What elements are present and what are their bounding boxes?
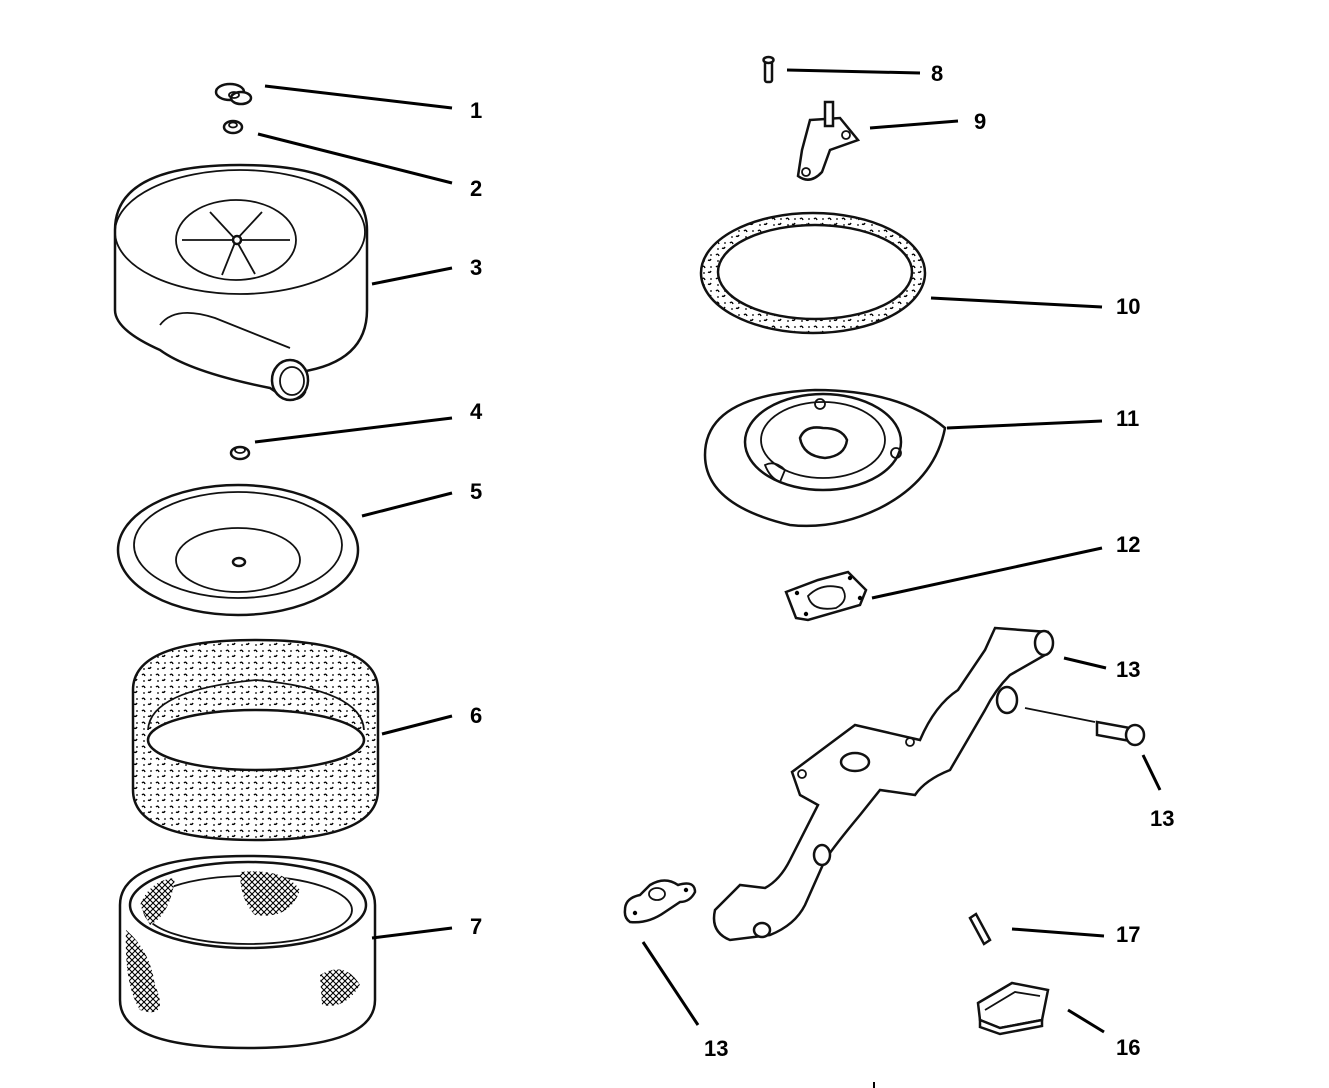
leader-3 [371,266,453,286]
screw-icon [762,55,775,84]
callout-16: 16 [1116,1035,1140,1060]
leader-10 [930,296,1103,309]
air-cleaner-lid-icon [116,483,360,617]
gasket-ring-icon [699,211,927,335]
leader-13c [641,941,700,1026]
callout-13b: 13 [1150,806,1174,831]
callout-8: 8 [931,61,943,86]
rubber-block-icon [976,981,1050,1036]
callout-13c: 13 [704,1036,728,1061]
callout-3: 3 [470,255,482,280]
base-plate-icon [703,388,947,528]
leader-9 [869,119,959,130]
callout-6: 6 [470,703,482,728]
callout-13a: 13 [1116,657,1140,682]
leader-12 [871,546,1103,600]
leader-7 [371,926,453,940]
leader-5 [361,491,453,518]
leader-16 [1067,1008,1105,1034]
callout-1: 1 [470,98,482,123]
leader-2 [257,132,453,185]
callout-11: 11 [1116,406,1139,431]
nut-icon [229,445,251,461]
mesh-screen-icon [118,854,377,1050]
screw-icon [968,912,992,946]
callout-2: 2 [470,176,482,201]
callout-12: 12 [1116,532,1140,557]
callout-9: 9 [974,109,986,134]
nut-icon [222,119,244,135]
leader-11 [946,419,1103,430]
leader-1 [264,84,453,110]
leader-17 [1011,927,1105,938]
leader-13a [1063,656,1107,670]
bolt-icon [1095,720,1146,747]
callout-labels: 1 2 3 4 5 6 7 8 9 10 11 12 13 13 13 17 1… [470,61,1174,1061]
leader-13b [1141,754,1162,791]
callout-7: 7 [470,914,482,939]
end-gasket-icon [623,879,697,924]
intake-pipe-icon [712,626,1055,942]
flange-gasket-icon [784,570,868,622]
callout-5: 5 [470,479,482,504]
leader-4 [254,416,453,444]
callout-4: 4 [470,399,483,424]
leader-lines [254,68,1162,1034]
leader-8 [786,68,921,75]
bracket-icon [796,100,861,181]
callout-17: 17 [1116,922,1140,947]
wing-nut-icon [214,82,253,106]
leader-6 [381,714,453,736]
callout-10: 10 [1116,294,1140,319]
air-cleaner-cover-icon [113,163,369,402]
filter-element-icon [131,638,380,842]
